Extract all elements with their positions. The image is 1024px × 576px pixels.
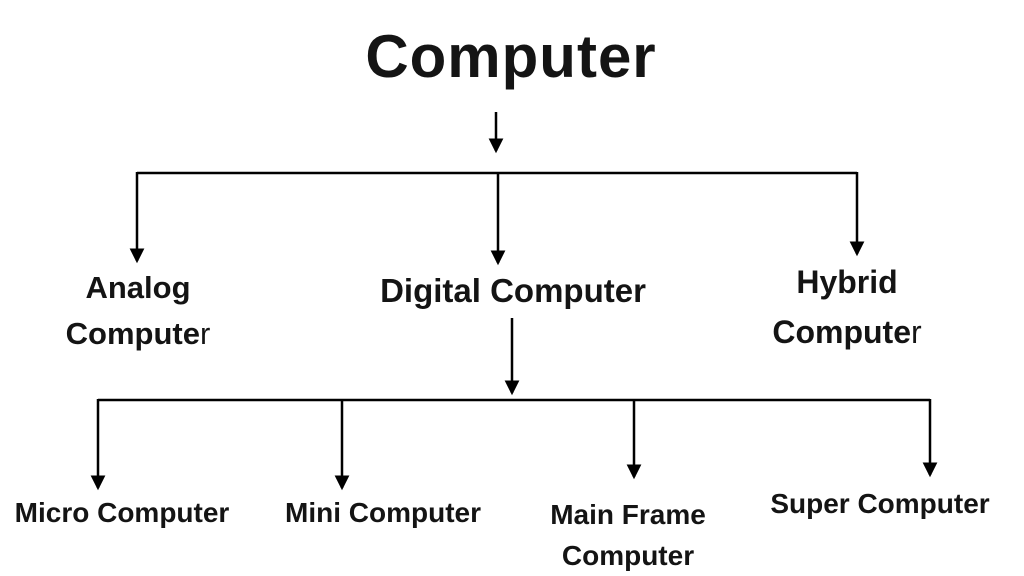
node-analog-computer: Analog Computer	[66, 265, 211, 357]
node-digital-computer: Digital Computer	[380, 272, 646, 309]
mainframe-line2: Computer	[561, 540, 695, 571]
analog-line2-tail: r	[200, 316, 211, 351]
hybrid-line2: Computer	[772, 307, 921, 357]
analog-line2: Computer	[66, 311, 211, 357]
analog-line1: Analog	[85, 270, 191, 305]
hybrid-line1: Hybrid	[796, 264, 898, 300]
mainframe-line1: Main Frame	[550, 499, 706, 530]
node-hybrid-computer: Hybrid Computer	[772, 257, 921, 357]
node-micro-computer: Micro Computer	[14, 497, 230, 528]
hybrid-line2-bold: Compute	[772, 314, 911, 350]
hybrid-line2-tail: r	[911, 314, 922, 350]
node-main-frame-computer: Main Frame Computer	[550, 494, 706, 576]
node-computer-root: Computer	[365, 23, 657, 90]
node-super-computer: Super Computer	[770, 488, 990, 519]
node-mini-computer: Mini Computer	[285, 497, 481, 528]
analog-line2-bold: Compute	[65, 316, 200, 351]
